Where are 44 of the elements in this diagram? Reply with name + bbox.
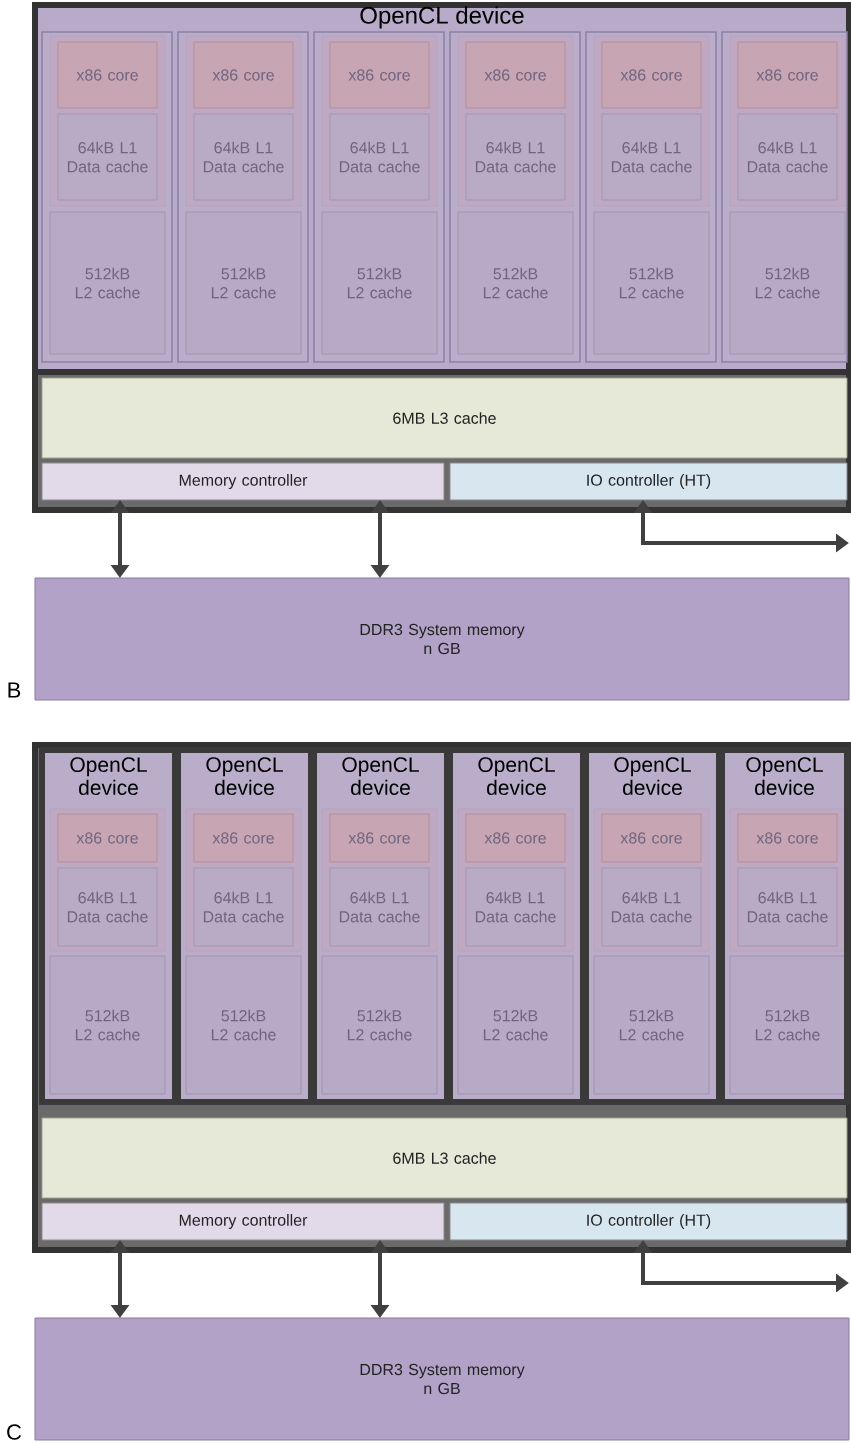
- core-box: x86 core: [57, 813, 158, 863]
- cache-box: 64kB L1 Data cache: [193, 113, 294, 201]
- core-box: x86 core: [193, 813, 294, 863]
- cache-box: 512kB L2 cache: [185, 211, 302, 355]
- cache-box: 6MB L3 cache: [41, 1117, 848, 1199]
- core-box: x86 core: [737, 41, 838, 109]
- cache-box: 64kB L1 Data cache: [737, 867, 838, 947]
- core-box: x86 core: [601, 813, 702, 863]
- cache-box: 64kB L1 Data cache: [465, 113, 566, 201]
- cache-box: 64kB L1 Data cache: [329, 113, 430, 201]
- cache-box: 64kB L1 Data cache: [57, 867, 158, 947]
- controller-box: IO controller (HT): [449, 462, 848, 501]
- cache-box: 512kB L2 cache: [185, 955, 302, 1095]
- cache-box: 64kB L1 Data cache: [193, 867, 294, 947]
- controller-box: Memory controller: [41, 1202, 445, 1241]
- cache-box: 6MB L3 cache: [41, 377, 848, 459]
- cache-box: 512kB L2 cache: [457, 955, 574, 1095]
- cache-box: 512kB L2 cache: [321, 211, 438, 355]
- cache-box: 512kB L2 cache: [49, 211, 166, 355]
- cache-box: 64kB L1 Data cache: [601, 867, 702, 947]
- memory-box: DDR3 System memory n GB: [34, 1317, 850, 1441]
- memory-box: DDR3 System memory n GB: [34, 577, 850, 701]
- core-box: x86 core: [601, 41, 702, 109]
- core-box: x86 core: [193, 41, 294, 109]
- cache-box: 64kB L1 Data cache: [465, 867, 566, 947]
- cache-box: 512kB L2 cache: [321, 955, 438, 1095]
- core-box: x86 core: [737, 813, 838, 863]
- core-box: x86 core: [329, 41, 430, 109]
- core-box: x86 core: [465, 813, 566, 863]
- cache-box: 512kB L2 cache: [729, 955, 846, 1095]
- cache-box: 512kB L2 cache: [593, 211, 710, 355]
- cache-box: 512kB L2 cache: [593, 955, 710, 1095]
- cache-box: 64kB L1 Data cache: [601, 113, 702, 201]
- core-box: x86 core: [329, 813, 430, 863]
- cache-box: 512kB L2 cache: [729, 211, 846, 355]
- cache-box: 512kB L2 cache: [49, 955, 166, 1095]
- cache-box: 64kB L1 Data cache: [57, 113, 158, 201]
- cache-box: 512kB L2 cache: [457, 211, 574, 355]
- controller-box: IO controller (HT): [449, 1202, 848, 1241]
- controller-box: Memory controller: [41, 462, 445, 501]
- core-box: x86 core: [465, 41, 566, 109]
- cache-box: 64kB L1 Data cache: [737, 113, 838, 201]
- cache-box: 64kB L1 Data cache: [329, 867, 430, 947]
- core-box: x86 core: [57, 41, 158, 109]
